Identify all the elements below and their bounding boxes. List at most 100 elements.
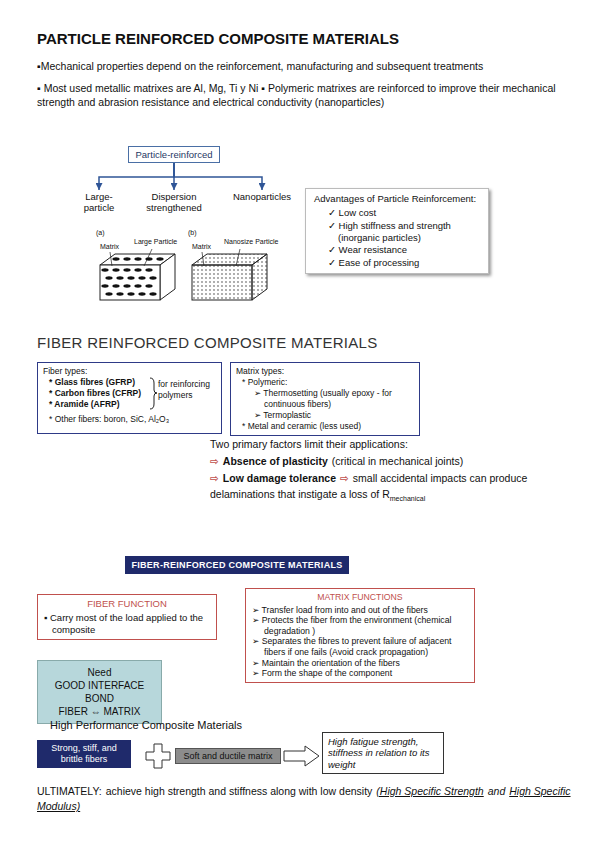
category-label: Dispersion strengthened	[134, 191, 214, 213]
large-particle	[112, 284, 119, 287]
particle-group	[101, 257, 163, 295]
box-text: Nanoparticles	[224, 191, 300, 202]
large-particle	[145, 284, 152, 287]
note-text: Two primary factors limit their applicat…	[210, 438, 408, 450]
note-text: ⇨	[210, 472, 219, 484]
text-line: ⇨Low damage tolerance⇨small accidental i…	[210, 470, 570, 505]
leader-line	[202, 252, 204, 266]
large-particle	[101, 268, 108, 271]
matrix-types-box: Matrix types:* Polymeric:➢ Thermosetting…	[230, 362, 420, 436]
box-text: ✓ Low cost	[328, 207, 480, 219]
large-particle	[123, 268, 130, 271]
figure-label: Nanosize Particle	[224, 238, 284, 245]
note-text: ULTIMATELY:	[37, 785, 102, 797]
large-particle	[105, 292, 112, 295]
note-text: Absence of plasticity	[223, 455, 328, 467]
section-band: FIBER-REINFORCED COMPOSITE MATERIALS	[125, 556, 349, 574]
bullet-text: ▪ Most used metallic matrixes are Al, Mg…	[37, 82, 585, 109]
large-particle	[138, 276, 145, 279]
function-box: FIBER FUNCTION▪ Carry most of the load a…	[37, 594, 217, 640]
result-box: High fatigue strength, stiffness in rela…	[322, 732, 444, 774]
box-text: Strong, stiff, and brittle fibers	[40, 743, 128, 765]
box-text: * Metal and ceramic (less used)	[242, 421, 414, 432]
subheading: High Performance Composite Materials	[50, 719, 350, 731]
box-text: ➢ Protects the fiber from the environmen…	[252, 615, 468, 636]
category-label: Large-particle	[70, 191, 128, 213]
box-text: ➢ Form the shape of the component	[252, 668, 468, 679]
box-text: ➢ Termoplastic	[254, 410, 414, 421]
large-particle	[112, 268, 119, 271]
box-heading: Fiber types:	[43, 366, 216, 377]
box-text: * Other fibers: boron, SiC, Al₂O₃	[49, 414, 216, 425]
cube-front	[100, 265, 160, 300]
large-particle	[123, 284, 130, 287]
large-particle	[145, 268, 152, 271]
note-text: (critical in mechanical joints)	[332, 455, 463, 467]
box-heading: MATRIX FUNCTIONS	[252, 592, 468, 603]
large-particle	[123, 257, 130, 260]
box-text: ➢ Thermosetting (usually epoxy - for con…	[254, 388, 414, 410]
box-heading: Need	[43, 666, 156, 679]
text-line: Two primary factors limit their applicat…	[210, 436, 570, 453]
box-text: for reinforcing polymers	[158, 379, 220, 401]
figure-label: (a)	[96, 229, 116, 236]
large-particle	[149, 292, 156, 295]
figure-label: Matrix	[192, 243, 222, 250]
figure-label: Large Particle	[134, 238, 184, 245]
tree-connector	[99, 163, 174, 190]
note-text: (High Specific Strength	[376, 785, 483, 797]
cube-side	[252, 254, 267, 300]
bullet-text: ▪Mechanical properties depend on the rei…	[37, 60, 587, 72]
note-text: Low damage tolerance	[223, 472, 336, 484]
box-heading: FIBER FUNCTION	[44, 598, 210, 610]
note-text: achieve high strength and stiffness alon…	[106, 785, 373, 797]
page-title: PARTICLE REINFORCED COMPOSITE MATERIALS	[37, 30, 577, 47]
large-particle	[116, 276, 123, 279]
matrix-box: Soft and ductile matrix	[175, 748, 281, 764]
note-text: ⇨	[210, 455, 219, 467]
block-arrow	[284, 746, 319, 766]
large-particle	[112, 257, 119, 260]
box-heading: Matrix types:	[236, 366, 414, 377]
box-text: * Polymeric:	[242, 377, 414, 388]
leader-line	[144, 249, 152, 266]
large-particle	[127, 292, 134, 295]
box-text: Soft and ductile matrix	[178, 751, 278, 761]
category-box: Particle-reinforced	[128, 146, 220, 163]
leader-line	[110, 252, 112, 266]
box-text: ✓ Ease of processing	[328, 257, 480, 269]
note-text: mechanical	[390, 495, 425, 502]
box-text: Dispersion strengthened	[134, 191, 214, 213]
large-particle	[134, 268, 141, 271]
box-text: ✓ High stiffness and strength (inorganic…	[328, 220, 480, 245]
large-particle	[156, 257, 163, 260]
box-text: ➢ Transfer load from into and out of the…	[252, 605, 468, 616]
figure-label: (b)	[188, 229, 208, 236]
note-text: and	[488, 785, 506, 797]
brace	[150, 378, 157, 409]
box-text: High fatigue strength, stiffness in rela…	[328, 736, 438, 770]
need-box: NeedGOOD INTERFACE BONDFIBER ⇔ MATRIX	[37, 660, 162, 724]
cube-front	[192, 265, 252, 300]
box-heading: Advantages of Particle Reinforcement:	[314, 193, 480, 205]
box-text: * Aramide (AFRP)	[49, 399, 216, 410]
box-text: FIBER ⇔ MATRIX	[43, 705, 156, 718]
text-block: Two primary factors limit their applicat…	[210, 436, 570, 505]
text-line: ⇨ Absence of plasticity (critical in mecha…	[210, 453, 570, 470]
function-box: MATRIX FUNCTIONS ➢ Transfer load from int…	[245, 588, 475, 683]
fiber-types-box: Fiber types:* Glass fibres (GFRP)* Carbo…	[37, 362, 222, 434]
large-particle	[145, 257, 152, 260]
box-text: Particle-reinforced	[131, 149, 217, 160]
large-particle	[105, 276, 112, 279]
large-particle	[101, 284, 108, 287]
box-text: FIBER-REINFORCED COMPOSITE MATERIALS	[129, 560, 345, 570]
box-text: ✓ Wear resistance	[328, 244, 480, 256]
plus-sign	[146, 744, 170, 768]
large-particle	[134, 284, 141, 287]
large-particle	[134, 257, 141, 260]
leader-line	[236, 249, 240, 266]
box-text: Large-particle	[70, 191, 128, 213]
tree-connector	[174, 163, 262, 190]
cube-side	[160, 254, 175, 300]
